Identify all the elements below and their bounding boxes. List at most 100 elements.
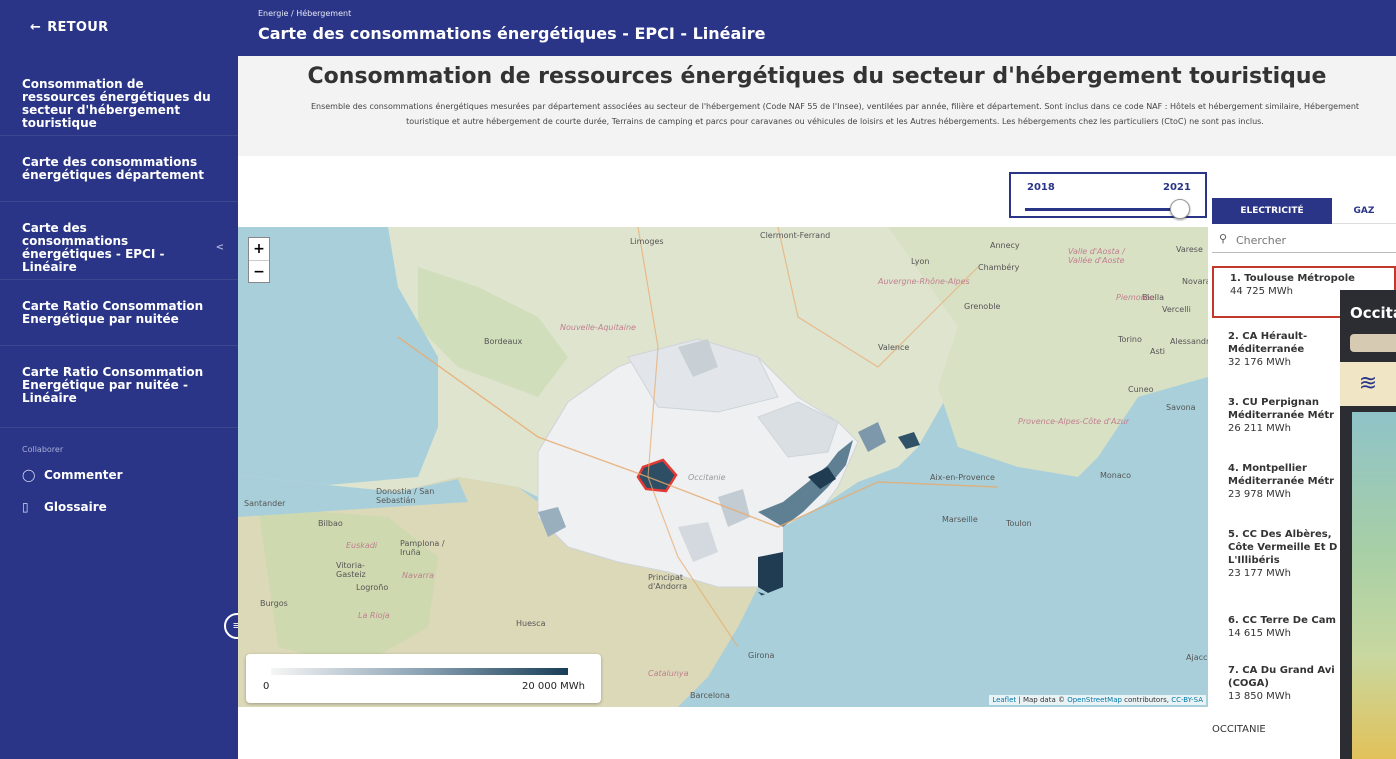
- map-label: Grenoble: [964, 302, 1001, 311]
- map-label: Aix-en-Provence: [930, 473, 995, 482]
- popup-map-preview: [1352, 412, 1396, 759]
- breadcrumb: Energie / Hébergement: [258, 9, 352, 18]
- map-label: Girona: [748, 651, 775, 660]
- map-label: Biella: [1142, 293, 1164, 302]
- map-label: Cuneo: [1128, 385, 1154, 394]
- road-b: [637, 227, 739, 648]
- map-label: Lyon: [911, 257, 930, 266]
- leaflet-link[interactable]: Leaflet: [992, 696, 1017, 704]
- sidebar-item-ratio[interactable]: Carte Ratio Consommation Energétique par…: [0, 280, 238, 346]
- map-label: Toulon: [1006, 519, 1032, 528]
- map-label: La Rioja: [358, 611, 390, 620]
- popup-tag[interactable]: [1350, 334, 1396, 352]
- wind-icon: ≋: [1340, 362, 1396, 406]
- map-label: Provence-Alpes-Côte d'Azur: [1018, 417, 1130, 426]
- epci-pyrenees-west[interactable]: [538, 507, 566, 537]
- region-label: OCCITANIE: [1212, 724, 1266, 735]
- map-label: Euskadi: [346, 541, 378, 550]
- zoom-out-button[interactable]: −: [249, 260, 269, 282]
- sea-mediterranean: [678, 377, 1208, 707]
- sidebar-item-label: Carte Ratio Consommation Energétique par…: [22, 299, 204, 326]
- map-label: Occitanie: [688, 473, 726, 482]
- sidebar-item-ratio-lineaire[interactable]: Carte Ratio Consommation Energétique par…: [0, 346, 238, 428]
- page-description: Ensemble des consommations énergétiques …: [310, 102, 1360, 126]
- map-label: Auvergne-Rhône-Alpes: [878, 277, 970, 286]
- map-label: Vercelli: [1162, 305, 1191, 314]
- epci-toulouse-metropole[interactable]: [636, 458, 678, 493]
- map-label: Nouvelle-Aquitaine: [560, 323, 636, 332]
- sidebar-item-label: Consommation de ressources énergétiques …: [22, 77, 211, 130]
- list-item[interactable]: 7. CA Du Grand Avi (COGA)13 850 MWh: [1212, 660, 1396, 703]
- map-legend: 0 20 000 MWh: [246, 654, 601, 703]
- page-title: Consommation de ressources énergétiques …: [307, 64, 1327, 89]
- osm-link[interactable]: OpenStreetMap: [1067, 696, 1122, 704]
- epci-montpellier[interactable]: [808, 467, 836, 489]
- epci-ariege[interactable]: [678, 522, 718, 562]
- slider-handle[interactable]: [1170, 199, 1190, 219]
- map-attribution: Leaflet | Map data © OpenStreetMap contr…: [989, 695, 1206, 705]
- comment-label: Commenter: [44, 468, 123, 482]
- map-label: Catalunya: [648, 669, 689, 678]
- rank-name: 3. CU Perpignan Méditerranée Métr: [1228, 397, 1335, 421]
- map-label: Donostia / San Sebastián: [376, 487, 435, 505]
- map-label: Ajaccio: [1186, 653, 1208, 662]
- license-link[interactable]: CC-BY-SA: [1171, 696, 1203, 704]
- epci-herault-coast[interactable]: [758, 440, 853, 527]
- slider-min-year: 2018: [1027, 182, 1055, 193]
- map-label: Santander: [244, 499, 286, 508]
- zoom-control: + −: [248, 237, 270, 283]
- map-label: Annecy: [990, 241, 1020, 250]
- tab-gaz[interactable]: GAZ: [1332, 198, 1396, 224]
- search-box: ⚲: [1212, 227, 1396, 253]
- map-label: Navarra: [402, 571, 435, 580]
- tab-electricite[interactable]: ELECTRICITÉ: [1212, 198, 1332, 224]
- map-label: Barcelona: [690, 691, 730, 700]
- rank-name: 7. CA Du Grand Avi (COGA): [1228, 665, 1335, 689]
- map-label: Torino: [1118, 335, 1142, 344]
- map-label: Piemonte: [1116, 293, 1154, 302]
- epci-east[interactable]: [898, 432, 920, 449]
- search-input[interactable]: [1236, 231, 1386, 249]
- epci-aude[interactable]: [718, 489, 750, 527]
- comment-link[interactable]: ◯ Commenter: [22, 468, 123, 482]
- sidebar-item-label: Carte des consommations énergétiques - E…: [22, 221, 165, 274]
- epci-lozere[interactable]: [678, 339, 718, 377]
- map-label: Principat d'Andorra: [648, 573, 688, 591]
- back-button[interactable]: ←RETOUR: [30, 20, 108, 35]
- sidebar: Consommation de ressources énergétiques …: [0, 56, 238, 759]
- comment-icon: ◯: [22, 468, 36, 482]
- sidebar-item-label: Carte Ratio Consommation Energétique par…: [22, 365, 204, 405]
- map-label: Bilbao: [318, 519, 343, 528]
- slider-track[interactable]: [1025, 208, 1189, 211]
- rank-name: 5. CC Des Albères, Côte Vermeille Et D L…: [1228, 529, 1338, 566]
- map-label: Monaco: [1100, 471, 1132, 480]
- list-item[interactable]: 5. CC Des Albères, Côte Vermeille Et D L…: [1212, 524, 1396, 580]
- zoom-in-button[interactable]: +: [253, 241, 265, 257]
- arrow-left-icon: ←: [30, 20, 42, 35]
- map[interactable]: + − Limoges Clermont-Ferrand Lyon Annecy…: [238, 227, 1208, 707]
- epci-gard[interactable]: [757, 401, 839, 458]
- land-green-spain: [258, 507, 438, 667]
- map-label: Logroño: [356, 583, 389, 592]
- rank-name: 4. Montpellier Méditerranée Métr: [1228, 463, 1335, 487]
- map-label: Marseille: [942, 515, 978, 524]
- sidebar-item-carte-epci[interactable]: Carte des consommations énergétiques - E…: [0, 202, 238, 280]
- year-slider: 2018 2021: [1009, 172, 1207, 219]
- top-header: ←RETOUR Energie / Hébergement Carte des …: [0, 0, 1396, 56]
- sidebar-item-carte-departement[interactable]: Carte des consommations énergétiques dép…: [0, 136, 238, 202]
- region-popup[interactable]: Occita ≋: [1340, 290, 1396, 759]
- attribution-tail: contributors,: [1121, 696, 1172, 704]
- share-icon[interactable]: <: [215, 241, 224, 253]
- map-label: Clermont-Ferrand: [760, 231, 831, 240]
- glossary-link[interactable]: ▯Glossaire: [22, 500, 107, 514]
- land-forest: [418, 267, 568, 397]
- epci-grand-avignon[interactable]: [858, 422, 886, 452]
- map-label: Alessandria: [1170, 337, 1208, 346]
- sidebar-item-consommation[interactable]: Consommation de ressources énergétiques …: [0, 56, 238, 136]
- map-label: Valence: [878, 343, 910, 352]
- occitanie-north[interactable]: [627, 338, 779, 413]
